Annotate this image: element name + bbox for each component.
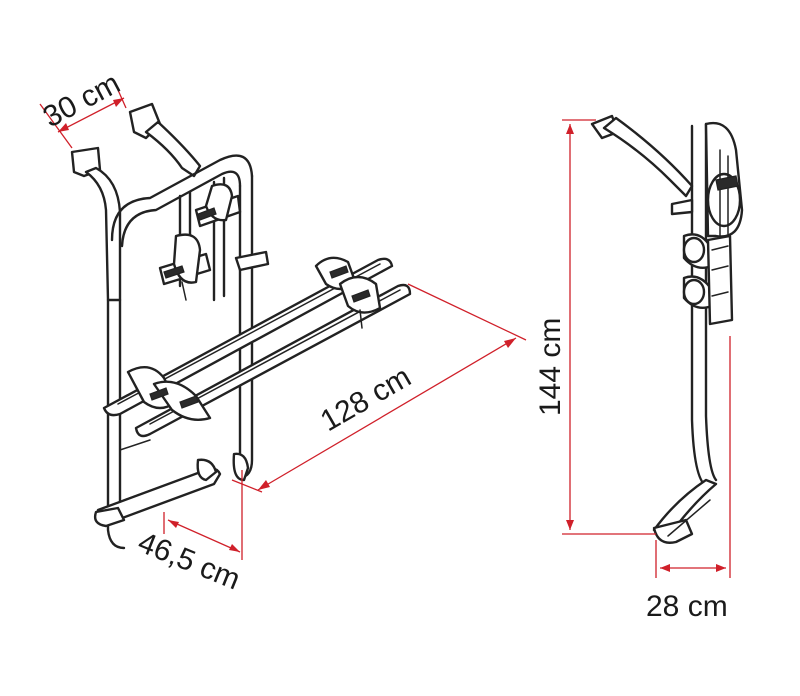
dim-label-46-5cm: 46,5 cm [133,526,244,597]
side-rail-profile [706,234,734,326]
left-foot [93,506,126,528]
side-upper-arm [602,116,694,198]
dimension-side-depth: 28 cm [646,336,731,623]
left-upper-arm [84,166,122,302]
main-frame-top-arc [110,154,254,242]
main-frame-left-tube [106,298,126,550]
dim-label-144cm: 144 cm [534,318,567,416]
dim-label-30cm: 30 cm [38,67,126,134]
wheel-strap-right [314,256,382,329]
dimension-top-width: 30 cm [38,67,127,149]
main-frame-right-tube [238,174,254,480]
side-strap-upper [715,175,739,191]
frame-holder-middle [158,233,212,301]
right-upper-arm [144,120,202,178]
lower-brace [119,439,191,501]
clamp-right-middle [234,250,270,272]
dimension-height: 144 cm [534,119,656,535]
wheel-strap-left [126,366,212,421]
right-foot [232,452,250,482]
frame-holder-upper [194,183,242,228]
rack-perspective-view [70,102,412,550]
base-hinge [196,458,218,482]
rack-side-view [590,114,744,544]
dim-label-28cm: 28 cm [646,590,728,623]
